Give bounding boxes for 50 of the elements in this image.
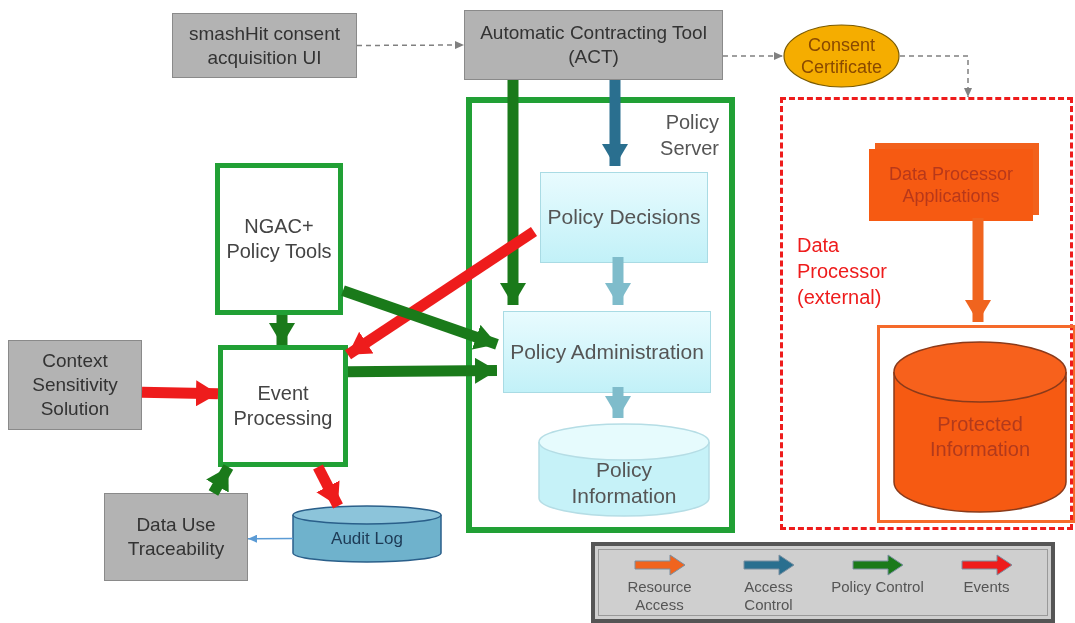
- process-box: [8, 340, 142, 430]
- database-cylinder: [894, 342, 1066, 512]
- server-container: [466, 97, 735, 533]
- node-label: Data Use Traceability: [126, 513, 226, 561]
- arrow: [247, 534, 294, 543]
- node-label: Automatic Contracting Tool (ACT): [479, 21, 708, 69]
- process-box: [540, 172, 708, 263]
- legend-label: Resource Access: [626, 578, 693, 614]
- certificate-ellipse: [783, 24, 900, 88]
- node-label: Protected Information: [928, 412, 1032, 462]
- node-label: Context Sensitivity Solution: [31, 349, 119, 421]
- node-label: Policy Information: [570, 456, 678, 509]
- arrow: [347, 357, 498, 384]
- dashed-arrow: [722, 52, 784, 60]
- process-box: [503, 311, 711, 393]
- external-zone: [780, 97, 1073, 530]
- arrow: [605, 387, 631, 418]
- database-cylinder: [293, 506, 441, 562]
- arrow: [341, 285, 499, 350]
- node-label: Data Processor Applications: [887, 162, 1015, 208]
- arrow: [344, 226, 538, 360]
- legend-label: Events: [963, 578, 1010, 596]
- storage-frame: [877, 325, 1075, 523]
- node-label: NGAC+ Policy Tools: [225, 214, 333, 264]
- arrow: [141, 380, 219, 407]
- database-cylinder: [539, 424, 709, 516]
- arrow: [965, 218, 991, 322]
- component-box: [218, 345, 348, 467]
- process-box: [464, 10, 723, 80]
- container-label: Policy Server: [659, 110, 719, 161]
- node-label: Consent Certificate: [800, 33, 883, 79]
- legend-label: Policy Control: [831, 578, 924, 596]
- component-box: [215, 163, 343, 315]
- dashed-arrow: [356, 41, 465, 50]
- arrow: [206, 464, 234, 496]
- node-label: Policy Administration: [509, 338, 705, 365]
- arrow: [605, 257, 631, 305]
- legend-label: Access Control: [743, 578, 794, 614]
- node-label: Audit Log: [330, 528, 404, 550]
- node-label: Event Processing: [232, 381, 334, 431]
- container-label: Data Processor (external): [797, 233, 889, 310]
- process-box: [104, 493, 248, 581]
- arrow: [500, 80, 526, 305]
- dashed-arrow: [899, 55, 972, 98]
- node-label: Policy Decisions: [546, 204, 702, 231]
- process-box: [172, 13, 357, 78]
- arrow: [269, 315, 295, 345]
- node-label: smashHit consent acquisition UI: [188, 21, 341, 70]
- arrow: [313, 464, 343, 509]
- arrow: [602, 80, 628, 166]
